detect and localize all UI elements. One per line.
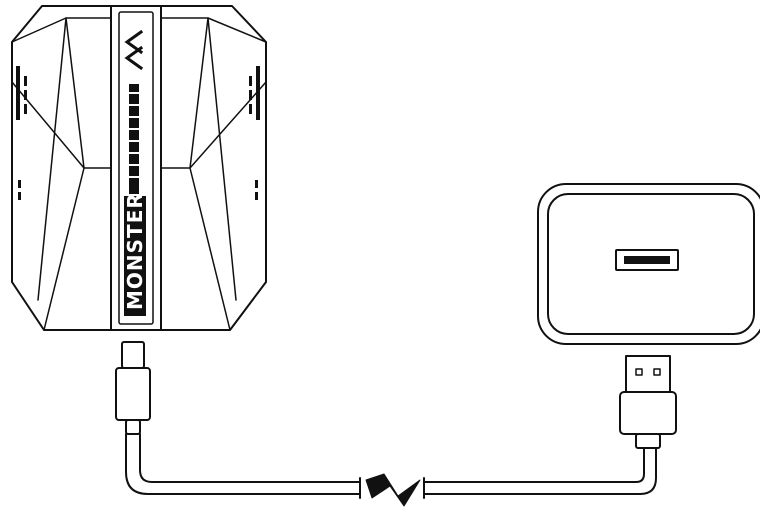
case-top-bevel <box>11 17 267 43</box>
charging-cable <box>125 433 657 507</box>
chevron-left-icon <box>124 29 144 71</box>
usb-c-connector <box>115 341 151 435</box>
usb-c-strain-relief <box>125 419 141 435</box>
cable-left-outer <box>125 433 361 495</box>
usb-a-plug-hole-right <box>653 368 661 376</box>
usb-a-plug <box>625 355 671 393</box>
case-center-strip-inner <box>118 11 154 325</box>
adapter-inner <box>547 193 755 335</box>
cable-right-inner <box>423 447 645 483</box>
usb-a-housing <box>619 391 677 435</box>
case-left-facets <box>11 17 112 331</box>
case-right-facets <box>160 17 267 331</box>
wall-adapter <box>537 183 760 345</box>
usb-c-tip <box>121 341 145 369</box>
brand-logo-text: MONSTER <box>123 192 147 310</box>
lightning-bolt-icon <box>365 473 421 507</box>
adapter-outer <box>537 183 760 345</box>
case-left-vents <box>16 66 27 200</box>
usb-a-plug-hole-left <box>635 368 643 376</box>
cable-left-inner <box>139 433 361 483</box>
usb-a-connector <box>619 355 677 449</box>
usb-a-strain-relief <box>635 433 661 449</box>
case-led-strip <box>129 84 139 194</box>
case-brand-plate <box>124 196 146 316</box>
case-led-segments <box>128 92 140 178</box>
usb-port-slot <box>624 256 670 264</box>
usb-port-icon <box>615 249 679 271</box>
cable-right-outer <box>423 447 657 495</box>
usb-c-housing <box>115 367 151 421</box>
case-right-vents <box>249 66 260 200</box>
charging-case: MONSTER <box>11 5 267 331</box>
